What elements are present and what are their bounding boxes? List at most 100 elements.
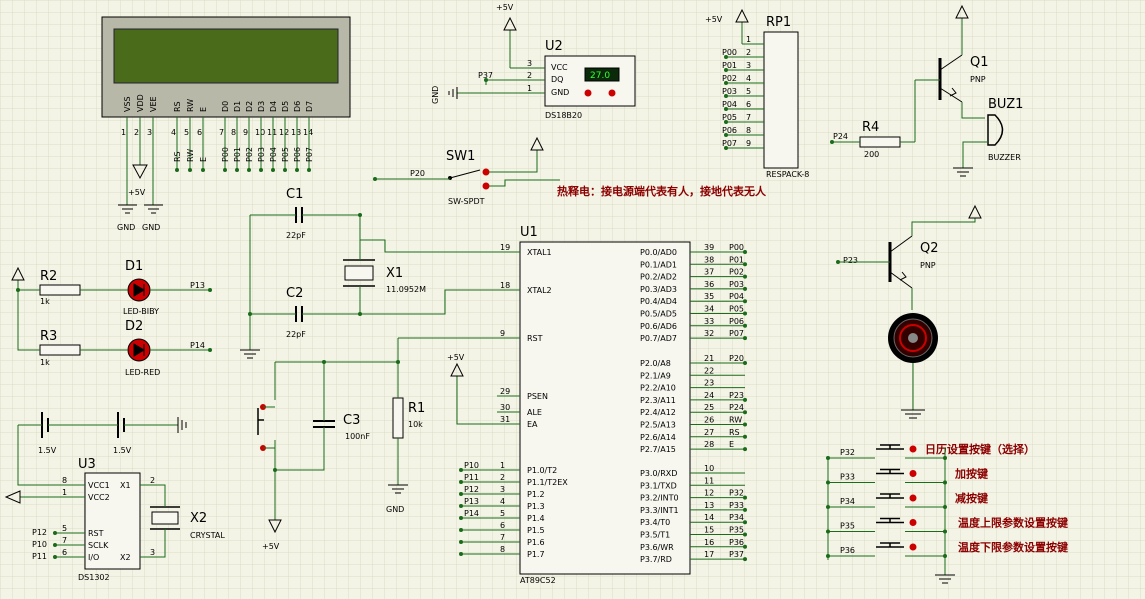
u1-right-net: P32 [729, 489, 744, 498]
u3-left-pin-name: SCLK [88, 541, 109, 550]
battery-1-label: 1.5V [38, 446, 57, 455]
q1-transistor[interactable] [938, 54, 963, 103]
lcd-pin-number: 13 [291, 128, 301, 137]
rp1-resistor-pack[interactable] [763, 31, 799, 169]
r3-resistor[interactable] [39, 344, 81, 356]
r4-ref: R4 [862, 120, 879, 135]
lcd-net-label: RW [186, 149, 195, 162]
u1-left-pin-name: XTAL1 [527, 248, 552, 257]
lcd-pin-label: D3 [257, 101, 266, 112]
button-label: 减按键 [955, 491, 989, 505]
lcd-pin-label: VSS [123, 96, 132, 112]
u1-right-pin-number: 17 [704, 550, 714, 559]
r2-resistor[interactable] [39, 284, 81, 296]
ds18b20-sensor[interactable] [544, 55, 636, 107]
u1-left-pin-name: EA [527, 420, 538, 429]
u1-left-pin-number: 30 [500, 403, 510, 412]
u3-left-pin-name: RST [88, 529, 104, 538]
q2-type: PNP [920, 261, 936, 270]
u1-ref: U1 [520, 225, 538, 240]
u1-right-pin-number: 22 [704, 366, 714, 375]
button-net-label: P33 [840, 473, 855, 482]
u1-right-pin-number: 35 [704, 292, 714, 301]
sw1-switch[interactable] [448, 168, 490, 190]
c1-value: 22pF [286, 231, 306, 240]
d1-led[interactable] [127, 278, 151, 302]
x1-crystal[interactable] [343, 259, 375, 287]
u1-right-net: P37 [729, 550, 744, 559]
rp1-part: RESPACK-8 [766, 170, 809, 179]
u1-microcontroller[interactable] [519, 241, 691, 575]
d2-led[interactable] [127, 338, 151, 362]
push-button-p32[interactable] [826, 444, 947, 460]
button-net-label: P35 [840, 522, 855, 531]
x2-ref: X2 [190, 511, 207, 526]
c3-value: 100nF [345, 432, 370, 441]
r2-ref: R2 [40, 269, 57, 284]
u1-left-pin-number: 4 [500, 497, 505, 506]
u1-right-pin-number: 39 [704, 243, 714, 252]
rp1-supply: +5V [705, 15, 723, 24]
u1-left-net: P12 [464, 485, 479, 494]
u1-left-pin-name: P1.0/T2 [527, 466, 557, 475]
push-button-p34[interactable] [826, 493, 947, 509]
push-button-p35[interactable] [826, 517, 947, 534]
u1-left-net: P11 [464, 473, 479, 482]
x1-ref: X1 [386, 266, 403, 281]
pyro-note: 热释电：接电源端代表有人，接地代表无人 [557, 184, 767, 198]
buz1-part: BUZZER [988, 153, 1021, 162]
motor-fan[interactable] [888, 313, 938, 363]
u2-pin-gnd: GND [551, 88, 569, 97]
u2-part: DS18B20 [545, 111, 582, 120]
u1-right-net: RW [729, 416, 742, 425]
button-label: 加按键 [954, 467, 989, 481]
lcd-module[interactable]: VSS1VDD2VEE3RS4RSRW5RWE6ED07P00D18P01D29… [101, 16, 351, 172]
rp1-net-label: P03 [722, 87, 737, 96]
lcd-pin-label: D4 [269, 101, 278, 112]
buzzer[interactable] [987, 114, 1004, 146]
push-button-p33[interactable] [826, 468, 947, 485]
u3-net-label: P12 [32, 528, 47, 537]
u1-right-net: P06 [729, 317, 744, 326]
d2-net: P14 [190, 341, 205, 350]
lcd-net-label: P03 [257, 147, 266, 162]
u2-display-value: 27.0 [590, 71, 610, 81]
u1-left-pin-name: P1.6 [527, 538, 545, 547]
u1-ea-supply: +5V [447, 353, 465, 362]
rp1-net-label: P02 [722, 74, 737, 83]
u3-rtc-chip[interactable] [84, 472, 141, 570]
button-net-label: P32 [840, 448, 855, 457]
u1-left-pin-name: P1.7 [527, 550, 545, 559]
sw1-part: SW-SPDT [448, 197, 485, 206]
rp1-net-label: P04 [722, 100, 737, 109]
u2-supply-label: +5V [496, 3, 514, 12]
d2-ref: D2 [125, 319, 143, 334]
u1-right-pin-number: 28 [704, 440, 714, 449]
r1-resistor[interactable] [392, 397, 404, 439]
u3-right-pin-name: X2 [120, 553, 131, 562]
button-label: 温度上限参数设置按键 [958, 516, 1069, 530]
u3-right-pin-name: X1 [120, 481, 131, 490]
u3-left-pin-name: VCC2 [88, 493, 110, 502]
lcd-pin-label: VEE [149, 96, 158, 112]
u1-right-pin-name: P0.7/AD7 [640, 334, 677, 343]
u1-right-pin-name: P3.5/T1 [640, 531, 670, 540]
u1-right-pin-number: 34 [704, 305, 714, 314]
battery-2-label: 1.5V [113, 446, 132, 455]
lcd-pin-label: VDD [136, 94, 145, 112]
u1-left-pin-name: ALE [527, 408, 542, 417]
u1-right-pin-number: 12 [704, 489, 714, 498]
u1-right-pin-name: P2.0/A8 [640, 359, 671, 368]
q1-type: PNP [970, 75, 986, 84]
u1-right-pin-name: P0.3/AD3 [640, 285, 677, 294]
lcd-wires [118, 117, 163, 214]
u1-left-pin-name: PSEN [527, 392, 548, 401]
r4-resistor[interactable] [859, 136, 901, 148]
r1-ref: R1 [408, 401, 425, 416]
u1-left-pin-name: P1.4 [527, 514, 545, 523]
u3-net-label: P11 [32, 552, 47, 561]
d2-part: LED-RED [125, 368, 160, 377]
rst-supply: +5V [262, 542, 280, 551]
u1-left-pin-number: 1 [500, 461, 505, 470]
